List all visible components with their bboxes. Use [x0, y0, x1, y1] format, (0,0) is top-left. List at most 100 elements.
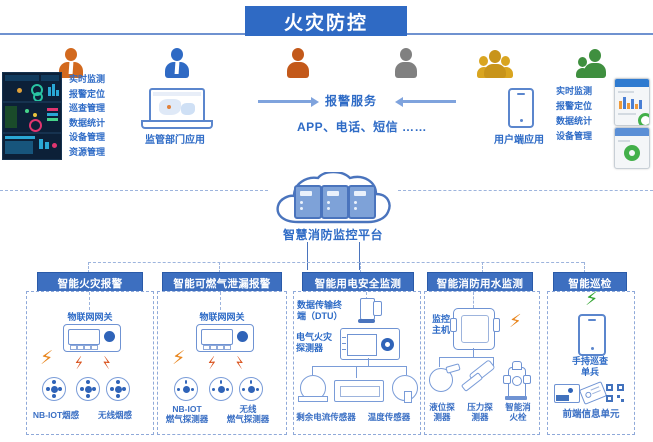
connector-drop-4: [482, 262, 483, 273]
temperature-sensor-probe-icon: [404, 391, 412, 403]
box-fire-alarm: 物联网网关 ⚡ ⚡ ⚡ NB-IOT烟感 无线烟感: [26, 291, 154, 435]
box2-caption-1: 无线 燃气探测器: [226, 404, 270, 424]
signal-bolt-icon-nbiot-2: ⚡: [172, 348, 186, 369]
box1-gateway-label: 物联网网关: [67, 312, 113, 322]
level-detector-cable-icon: [445, 363, 461, 374]
connector-drop-5: [584, 262, 585, 273]
client-feature-2: 数据统计: [556, 116, 593, 126]
connector-platform-down-right: [359, 242, 360, 270]
box-header-gas-leak-label: 智能可燃气泄漏报警: [173, 278, 271, 290]
cloud-shape-icon: [276, 170, 391, 224]
supervisor-feature-4: 设备管理: [69, 132, 106, 142]
gas-detector-icon-nbiot: [174, 377, 198, 401]
box3-top-drop: [366, 292, 367, 300]
box4-tree-bar: [439, 357, 493, 358]
box3-tree-branch-right: [406, 366, 407, 375]
box4-host-label: 监控 主机: [431, 314, 450, 335]
client-feature-3: 设备管理: [556, 131, 593, 141]
box3-detector-label: 电气火灾 探测器: [296, 332, 333, 353]
smoke-detector-icon-wireless-1: [76, 377, 100, 401]
box-header-electrical-safety[interactable]: 智能用电安全监测: [302, 272, 414, 295]
page-title-text: 火灾防控: [283, 12, 368, 34]
box-inspection: ⚡ 手持巡查 单兵 前端信息单元: [547, 290, 635, 435]
arrow-head-right: [311, 96, 319, 107]
box1-caption-1: 无线烟感: [97, 410, 132, 420]
page-title: 火灾防控: [245, 6, 407, 36]
iot-gateway-icon-1: [63, 324, 121, 352]
box3-tree-branch-mid: [356, 366, 357, 378]
nfc-tag-icon: [578, 381, 608, 405]
connector-drop-1: [88, 262, 89, 273]
box-electrical-safety: 数据传输终 端（DTU） 电气火灾 探测器 剩余电流传感器 温度传感器: [293, 291, 421, 435]
supervisor-feature-5: 资源管理: [69, 146, 106, 157]
laptop-screen-icon: [149, 88, 205, 124]
client-feature-1: 报警定位: [556, 101, 593, 111]
box5-caption-0: 前端信息单元: [562, 409, 620, 420]
cloud-platform-icon: [272, 170, 394, 228]
box4-caption-2: 智能消 火栓: [505, 402, 531, 422]
supervisor-feature-1: 报警定位: [69, 88, 106, 99]
supervisor-feature-2: 巡查管理: [69, 103, 106, 113]
server-icon-2: [321, 185, 349, 219]
person-icon-user-grey: [393, 48, 419, 78]
box2-gateway-label: 物联网网关: [199, 312, 245, 322]
box-header-water-monitor[interactable]: 智能消防用水监测: [427, 272, 533, 295]
server-icon-3: [348, 185, 376, 219]
box3-caption-1: 温度传感器: [367, 412, 411, 422]
connector-drop-2: [219, 262, 220, 273]
box5-handheld-label: 手持巡查 单兵: [571, 356, 608, 377]
mobile-phone-icon: [508, 88, 534, 128]
box3-tree-stem: [368, 358, 369, 366]
platform-label: 智慧消防监控平台: [282, 228, 383, 242]
supervisor-feature-3: 数据统计: [69, 117, 106, 128]
box-header-fire-alarm[interactable]: 智能火灾报警: [37, 272, 143, 295]
box4-top-drop: [473, 292, 474, 308]
gas-detector-icon-wireless-1: [209, 377, 233, 401]
phone-screenshot-1: [614, 78, 650, 126]
box3-caption-0: 剩余电流传感器: [296, 412, 356, 422]
dashboard-thumbnail-1: [2, 72, 62, 102]
residual-current-sensor-base-1: [298, 396, 328, 402]
alarm-channels-label: APP、电话、短信 ……: [297, 120, 428, 134]
person-icon-officer: [163, 48, 191, 78]
rfid-card-icon: [554, 384, 580, 403]
arrow-right-to-center: [403, 100, 456, 103]
handheld-terminal-icon: [578, 314, 606, 356]
smoke-detector-icon-nbiot: [42, 377, 66, 401]
person-icon-supervisor: [57, 48, 85, 78]
arrow-head-left: [395, 96, 403, 107]
smoke-detector-icon-wireless-2: [106, 377, 130, 401]
box-header-water-monitor-label: 智能消防用水监测: [436, 278, 524, 290]
divider-left-dotted: [0, 190, 268, 191]
box4-caption-0: 液位探 测器: [429, 402, 455, 422]
connector-platform-down-left: [307, 242, 308, 270]
supervisor-feature-list: 实时监测 报警定位 巡查管理 数据统计 设备管理 资源管理: [69, 72, 127, 159]
server-icon-1: [294, 185, 322, 219]
connector-drop-3: [360, 262, 361, 273]
signal-bolt-icon-wireless-1a: ⚡: [71, 353, 87, 374]
signal-bolt-icon-wireless-1b: ⚡: [98, 353, 114, 374]
client-feature-0: 实时监测: [556, 86, 593, 96]
alarm-service-label: 报警服务: [325, 94, 378, 108]
gas-detector-icon-wireless-2: [239, 377, 263, 401]
smart-hydrant-icon: [501, 360, 531, 402]
dtu-antenna-icon: [373, 301, 382, 316]
box3-dtu-label: 数据传输终 端（DTU）: [297, 300, 343, 321]
dashboard-thumbnail-3: [2, 133, 62, 160]
qr-code-icon: [606, 384, 624, 402]
box-header-fire-alarm-label: 智能火灾报警: [57, 278, 123, 290]
monitoring-host-icon: [450, 308, 500, 350]
client-feature-list: 实时监测 报警定位 数据统计 设备管理: [556, 84, 614, 144]
electrical-fire-detector-icon: [340, 328, 400, 360]
box4-tree-stem: [473, 348, 474, 357]
person-icon-user-orange: [285, 48, 311, 78]
connector-bus: [88, 262, 584, 263]
dtu-base-icon: [358, 319, 375, 323]
signal-bolt-icon-wireless-2b: ⚡: [231, 353, 247, 374]
terminal-block-icon: [334, 380, 384, 402]
box4-tree-branch-right: [493, 357, 494, 367]
phone-screenshot-2: [614, 127, 650, 169]
iot-gateway-icon-2: [196, 324, 254, 352]
box-water-monitor: 监控 主机 ⚡ 液位探 测器 压力探 测器 智能消 火栓: [424, 291, 540, 435]
